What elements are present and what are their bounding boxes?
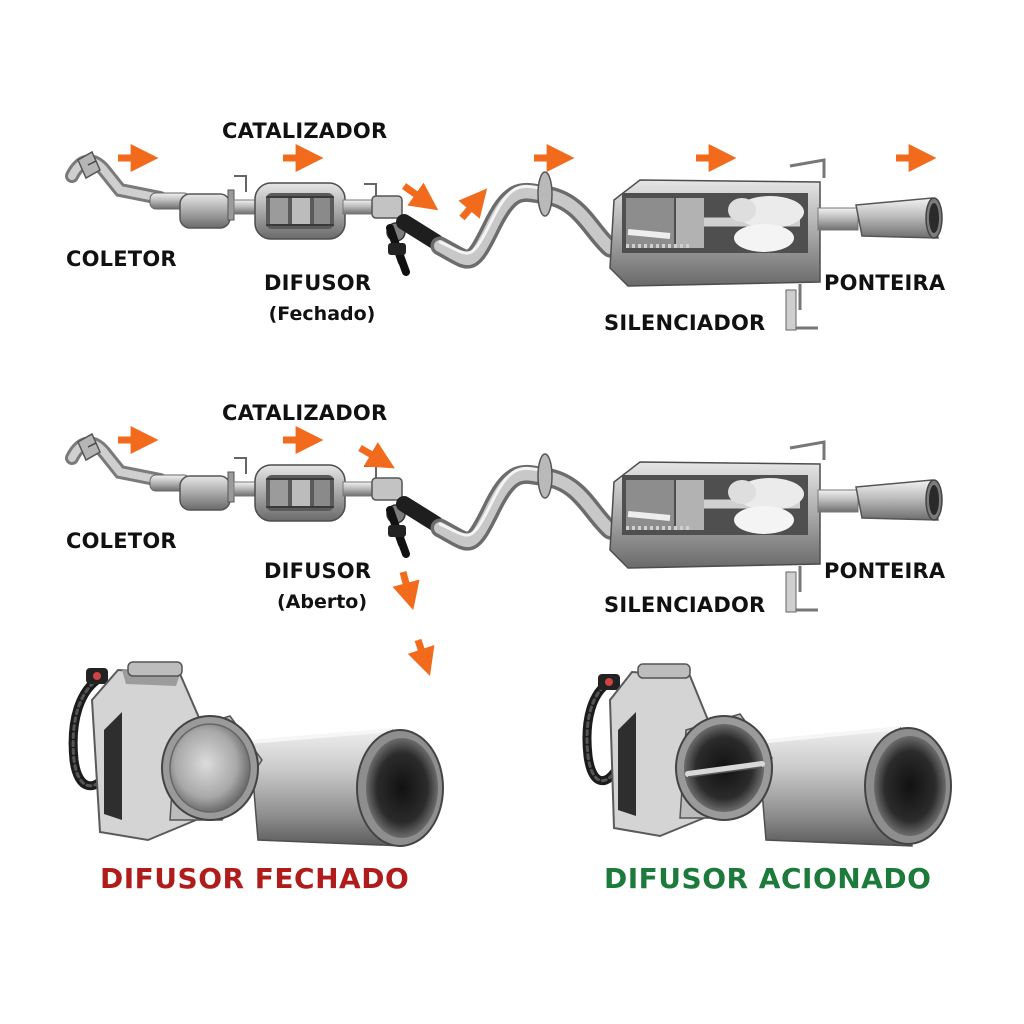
diffuser-open-illustration bbox=[582, 663, 952, 847]
label-difusor-state-top: (Fechado) bbox=[268, 303, 376, 325]
caption-difusor-fechado: DIFUSOR FECHADO bbox=[100, 862, 410, 895]
label-ponteira-bottom: PONTEIRA bbox=[824, 559, 946, 583]
label-coletor-top: COLETOR bbox=[66, 247, 177, 271]
label-silenciador-top: SILENCIADOR bbox=[604, 311, 766, 335]
caption-difusor-acionado: DIFUSOR ACIONADO bbox=[604, 862, 932, 895]
flow-arrows-bottom bbox=[118, 426, 435, 676]
exhaust-system-closed bbox=[72, 152, 942, 330]
exhaust-system-open bbox=[72, 434, 942, 612]
label-difusor-top: DIFUSOR bbox=[264, 271, 372, 295]
label-difusor-state-bottom: (Aberto) bbox=[276, 591, 368, 613]
label-catalizador-bottom: CATALIZADOR bbox=[222, 401, 388, 425]
label-catalizador-top: CATALIZADOR bbox=[222, 119, 388, 143]
label-silenciador-bottom: SILENCIADOR bbox=[604, 593, 766, 617]
flow-arrows-top bbox=[118, 144, 937, 221]
diffuser-closed-illustration bbox=[68, 661, 444, 847]
label-difusor-bottom: DIFUSOR bbox=[264, 559, 372, 583]
flow-arrow-down-icon bbox=[401, 182, 439, 211]
flow-arrow-up-icon bbox=[458, 188, 488, 221]
label-ponteira-top: PONTEIRA bbox=[824, 271, 946, 295]
flow-arrow-down-icon bbox=[407, 638, 435, 676]
flow-arrow-down-icon bbox=[392, 571, 420, 611]
flow-arrow-down-icon bbox=[358, 442, 395, 469]
label-coletor-bottom: COLETOR bbox=[66, 529, 177, 553]
